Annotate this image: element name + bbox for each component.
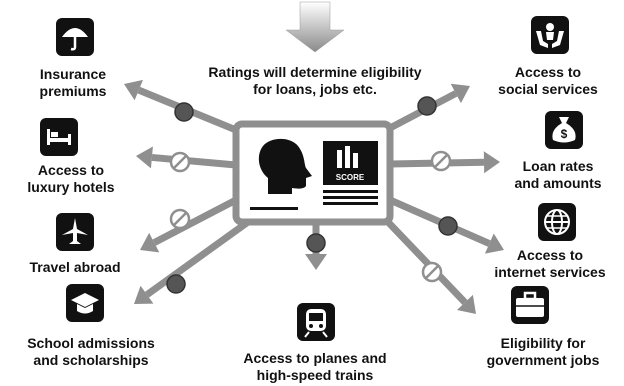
outcome-label-school: School admissions and scholarships — [27, 335, 155, 368]
arrowhead-luxury-hotels — [136, 146, 153, 169]
arrowhead-trains — [305, 254, 327, 270]
icon-tile — [40, 118, 78, 156]
bed-icon — [40, 118, 78, 156]
arrowhead-internet — [484, 233, 504, 254]
arrowhead-social-services — [450, 83, 470, 104]
airplane-icon — [56, 213, 94, 251]
arrowhead-school — [134, 285, 154, 304]
prohibited-slash — [425, 265, 439, 279]
connector-line-government-jobs — [385, 219, 468, 305]
prohibited-slash — [173, 155, 187, 169]
outcome-label-social-services: Access to social services — [498, 64, 598, 97]
head-silhouette-icon — [258, 138, 312, 194]
text-line — [250, 207, 298, 210]
arrowhead-government-jobs — [456, 294, 476, 314]
dot-marker — [417, 96, 437, 116]
arrowhead-insurance — [124, 79, 143, 101]
connector-lines — [124, 79, 504, 314]
outcome-icons: $ — [40, 16, 583, 341]
connector-line-travel-abroad — [152, 196, 238, 246]
score-bar — [353, 153, 358, 168]
arrowhead-travel-abroad — [140, 232, 160, 253]
incoming-arrow — [285, 1, 345, 53]
score-panel — [323, 141, 378, 185]
score-label: SCORE — [336, 173, 365, 182]
globe-icon — [538, 203, 576, 241]
text-line — [323, 202, 378, 205]
text-line — [323, 196, 378, 199]
briefcase-icon — [511, 286, 549, 324]
outcome-label-loans: Loan rates and amounts — [514, 158, 602, 191]
hands-person-icon — [531, 16, 569, 54]
dot-marker — [166, 274, 186, 294]
outcome-label-insurance: Insurance premiums — [39, 66, 107, 99]
prohibited-slash — [434, 154, 448, 168]
outcome-label-internet: Access to internet services — [494, 247, 606, 280]
money-bag-icon: $ — [545, 111, 583, 149]
outcome-label-luxury-hotels: Access to luxury hotels — [27, 162, 115, 195]
graduation-cap-icon — [66, 284, 104, 322]
dot-marker — [174, 102, 194, 122]
text-line — [323, 190, 378, 193]
dot-marker — [306, 233, 326, 253]
umbrella-icon — [56, 18, 94, 56]
svg-text:$: $ — [561, 127, 568, 141]
score-bar — [337, 150, 342, 168]
connector-line-school — [144, 219, 251, 298]
connector-line-luxury-hotels — [151, 153, 237, 169]
score-bar — [345, 146, 350, 168]
outcome-label-travel-abroad: Travel abroad — [29, 259, 121, 275]
outcome-label-government-jobs: Eligibility for government jobs — [486, 335, 600, 368]
outcome-label-trains: Access to planes and high-speed trains — [243, 350, 387, 383]
center-note: Ratings will determine eligibility for l… — [208, 64, 422, 97]
arrowhead-loans — [483, 151, 500, 174]
dot-marker — [438, 216, 458, 236]
prohibited-slash — [173, 212, 187, 226]
train-icon — [297, 303, 335, 341]
